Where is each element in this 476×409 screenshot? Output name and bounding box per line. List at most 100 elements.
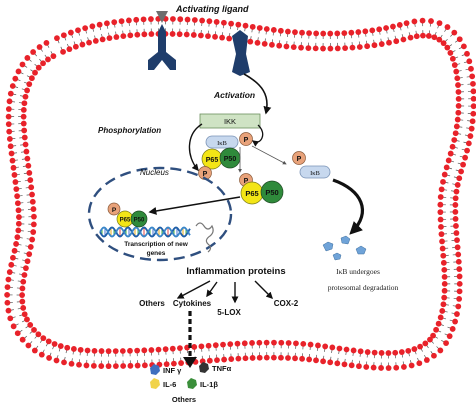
- receptor-right: [232, 30, 250, 76]
- lipid-head: [249, 340, 255, 346]
- lipid-head: [455, 303, 462, 310]
- lipid-head: [57, 343, 64, 349]
- lipid-head: [440, 40, 447, 47]
- lipid-head: [66, 46, 73, 53]
- lipid-head: [205, 342, 212, 349]
- lipid-head: [452, 195, 459, 202]
- lipid-head: [45, 338, 52, 345]
- lipid-head: [28, 184, 35, 191]
- phosphorylation-arrow-right: [251, 124, 264, 147]
- activation-label: Activation: [213, 90, 255, 100]
- p65-label-cytoplasm: P65: [206, 157, 219, 164]
- lipid-head: [89, 23, 96, 30]
- lipid-head: [386, 39, 392, 46]
- lipid-head: [20, 305, 27, 311]
- ikb-degradation-label-line2: protesomal degradation: [328, 283, 399, 292]
- lipid-head: [51, 341, 58, 347]
- lipid-head: [23, 148, 30, 155]
- p-label-p65-cytoplasm: P: [203, 171, 208, 178]
- lipid-head: [320, 45, 326, 52]
- inf-gamma-icon: [150, 364, 160, 375]
- ikb-bound-box: [205, 135, 239, 149]
- lipid-head: [15, 207, 22, 214]
- lipid-head: [7, 90, 14, 97]
- lipid-head: [20, 120, 27, 127]
- cell-membrane: [4, 15, 476, 371]
- lipid-head: [455, 258, 462, 265]
- lipid-head: [320, 30, 327, 37]
- lipid-head: [449, 326, 456, 332]
- nucleus-label: Nucleus: [140, 168, 169, 177]
- lipid-head: [467, 133, 474, 139]
- lipid-head: [437, 201, 444, 208]
- lipid-head: [13, 186, 20, 193]
- lipid-head: [25, 162, 32, 169]
- lipid-head: [9, 157, 16, 164]
- lipid-head: [10, 254, 16, 261]
- lipid-head: [276, 42, 283, 49]
- lipid-head: [91, 347, 98, 354]
- il1b-icon: [187, 378, 197, 389]
- lipid-head: [7, 315, 14, 322]
- lipid-head: [385, 350, 392, 356]
- lipid-head: [400, 36, 407, 43]
- lipid-head: [451, 29, 458, 36]
- lipid-head: [348, 362, 355, 369]
- lipid-head: [198, 343, 205, 350]
- lipid-head: [77, 346, 84, 353]
- il6-label: IL-6: [163, 380, 176, 389]
- lipid-head: [141, 31, 148, 38]
- lipid-head: [14, 330, 21, 337]
- lipid-head: [460, 43, 467, 50]
- lipid-head: [98, 348, 105, 354]
- lipid-head: [247, 38, 254, 45]
- p-label-ikb-free: P: [297, 156, 302, 163]
- lipid-head: [398, 349, 405, 355]
- lipid-head: [24, 55, 31, 61]
- lipid-head: [212, 33, 218, 40]
- lipid-head: [285, 340, 292, 346]
- lipid-head: [24, 87, 30, 94]
- lipid-head: [169, 31, 176, 37]
- inf-gamma-label: INF γ: [163, 366, 182, 375]
- lipid-head: [327, 45, 334, 52]
- lipid-head: [285, 355, 291, 361]
- lipid-head: [369, 27, 376, 34]
- dna-helix: [99, 226, 191, 238]
- lipid-head: [242, 22, 249, 29]
- others-bottom-label: Others: [172, 395, 196, 404]
- lipid-head: [105, 348, 112, 355]
- lipid-head: [443, 164, 450, 171]
- lipid-head: [8, 261, 15, 268]
- lipid-head: [269, 41, 275, 48]
- lipid-head: [455, 96, 462, 102]
- lipid-head: [5, 113, 12, 120]
- lipid-head: [28, 75, 35, 82]
- lipid-head: [364, 349, 371, 355]
- lipid-head: [403, 20, 410, 27]
- lipid-head: [254, 39, 261, 46]
- lipid-head: [413, 33, 420, 40]
- lipid-head: [148, 347, 155, 353]
- lipid-head: [447, 50, 454, 56]
- lipid-head: [378, 365, 384, 371]
- lipid-head: [470, 88, 476, 95]
- p50-label-lower: P50: [265, 188, 278, 197]
- lipid-head: [13, 241, 19, 247]
- lipid-head: [70, 346, 77, 352]
- ikb-free-box: [299, 165, 331, 179]
- lipid-head: [21, 134, 28, 141]
- lipid-head: [79, 41, 86, 48]
- lipid-head: [411, 18, 418, 25]
- lipid-head: [50, 53, 57, 60]
- lipid-head: [437, 194, 444, 200]
- 5lox-label: 5-LOX: [217, 308, 241, 317]
- p50-label-cytoplasm: P50: [224, 156, 237, 163]
- lipid-head: [220, 341, 226, 348]
- lipid-head: [25, 342, 32, 349]
- lipid-head: [464, 50, 470, 57]
- lipid-head: [455, 102, 462, 109]
- lipid-head: [22, 93, 29, 100]
- lipid-head: [270, 354, 277, 361]
- lipid-head: [336, 345, 343, 352]
